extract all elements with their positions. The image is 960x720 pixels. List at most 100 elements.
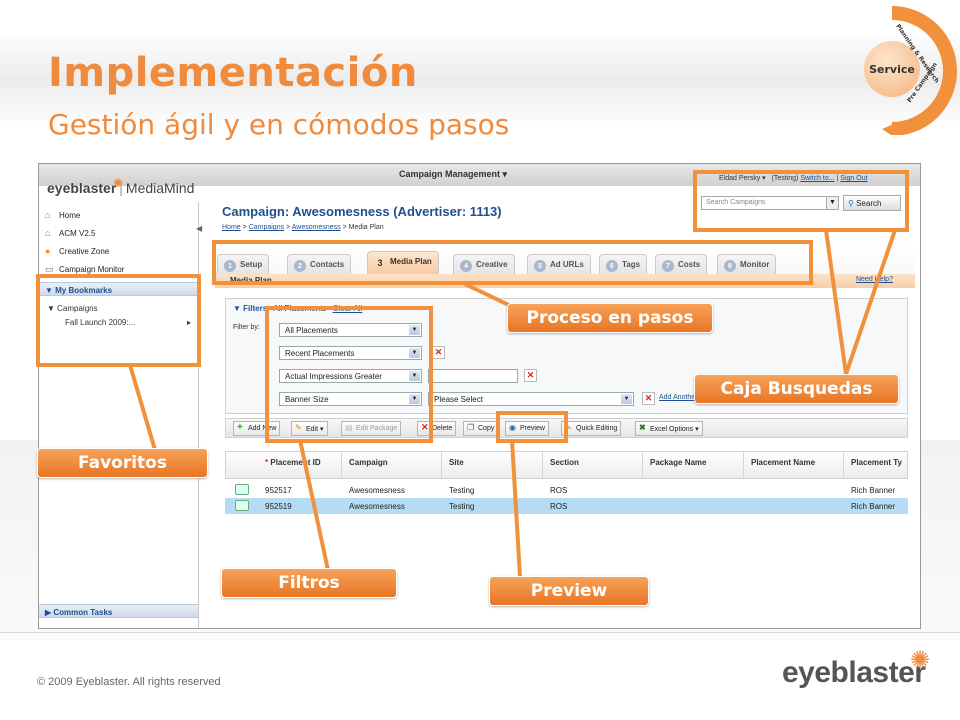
breadcrumb-sep: > — [242, 224, 247, 231]
remove-filter-icon[interactable]: ✕ — [432, 346, 445, 359]
flame-icon: ● — [45, 246, 51, 256]
table-row[interactable]: 952517 Awesomesness Testing ROS Rich Ban… — [225, 482, 908, 498]
table-row[interactable]: 952519 Awesomesness Testing ROS Rich Ban… — [225, 498, 908, 514]
excel-icon: ✖ — [639, 423, 646, 432]
col-divider — [843, 452, 844, 478]
select-value: Banner Size — [285, 395, 329, 404]
sidebar-item-acm[interactable]: ⌂ ACM V2.5 — [45, 228, 95, 238]
cell-campaign: Awesomesness — [349, 502, 405, 511]
button-label: Edit ▾ — [306, 426, 324, 433]
delete-button[interactable]: ✕Delete — [417, 421, 457, 436]
add-another-link[interactable]: Add Another — [659, 394, 698, 401]
campaign-management-menu[interactable]: Campaign Management ▾ — [399, 169, 508, 179]
chevron-down-icon: ▼ — [409, 394, 420, 404]
bookmarks-group[interactable]: ▼ Campaigns — [47, 304, 98, 313]
breadcrumb-campaigns[interactable]: Campaigns — [248, 224, 285, 231]
edit-row-icon[interactable] — [235, 500, 249, 511]
tab-creative[interactable]: 4 Creative — [453, 254, 515, 276]
col-placement-type[interactable]: Placement Ty — [851, 458, 902, 467]
delete-icon: ✕ — [421, 422, 429, 432]
breadcrumb-home[interactable]: Home — [222, 224, 241, 231]
col-campaign[interactable]: Campaign — [349, 458, 388, 467]
package-icon: ▤ — [345, 423, 353, 432]
filter-select-banner-size[interactable]: Banner Size ▼ — [279, 392, 422, 406]
button-label: Quick Editing — [576, 425, 618, 432]
cell-section: ROS — [550, 486, 568, 495]
sign-out-link[interactable]: Sign Out — [840, 175, 868, 182]
tab-number: 6 — [606, 260, 618, 272]
collapse-sidebar-icon[interactable]: ◀ — [196, 224, 203, 233]
edit-button[interactable]: ✎Edit ▾ — [291, 421, 328, 436]
common-tasks-label: Common Tasks — [53, 608, 113, 617]
eye-icon: ◉ — [509, 423, 516, 432]
col-divider — [441, 452, 442, 478]
col-placement-id[interactable]: * Placement ID — [265, 458, 321, 467]
col-package-name[interactable]: Package Name — [650, 458, 707, 467]
search-button[interactable]: ⚲ Search — [843, 195, 901, 211]
preview-button[interactable]: ◉ Preview — [505, 421, 549, 436]
user-name[interactable]: Eldad Persky ▾ — [719, 175, 766, 182]
header-band — [0, 30, 960, 130]
service-cycle-graphic: Service Planning & Research Pre Campaign — [860, 5, 960, 135]
switch-link[interactable]: Switch to... — [800, 175, 835, 182]
impressions-input[interactable] — [428, 369, 518, 383]
chevron-down-icon: ▼ — [409, 371, 420, 381]
bookmarks-header[interactable]: ▼ My Bookmarks — [39, 282, 198, 296]
tab-label: Monitor — [740, 260, 770, 269]
filters-header-label: ▼ Filters — [233, 304, 268, 313]
sidebar-item-home[interactable]: ⌂ Home — [45, 210, 80, 220]
filter-select-placements[interactable]: All Placements▼ — [279, 323, 422, 337]
copy-button[interactable]: ❐Copy — [463, 421, 499, 436]
button-label: Edit Package — [356, 425, 398, 432]
edit-row-icon[interactable] — [235, 484, 249, 495]
app-logo[interactable]: eyeblaster|MediaMind — [47, 180, 195, 196]
monitor-icon: ▭ — [45, 264, 54, 274]
quick-editing-button[interactable]: ✎Quick Editing — [561, 421, 622, 436]
search-dropdown[interactable]: ▼ — [826, 196, 839, 210]
sidebar-item-campaign-monitor[interactable]: ▭ Campaign Monitor — [45, 264, 124, 274]
bookmark-entry[interactable]: Fall Launch 2009:... — [65, 318, 136, 327]
edit-package-button[interactable]: ▤Edit Package — [341, 421, 402, 436]
breadcrumb-sep: > — [342, 224, 347, 231]
sidebar-item-creative-zone[interactable]: ● Creative Zone — [45, 246, 109, 256]
col-placement-name[interactable]: Placement Name — [751, 458, 816, 467]
top-bar — [39, 164, 920, 186]
user-bar: Eldad Persky ▾ (Testing) Switch to... | … — [719, 175, 868, 182]
chevron-right-icon: ▸ — [187, 318, 192, 327]
help-link[interactable]: Need Help? — [856, 276, 893, 283]
banner-size-value-select[interactable]: Please Select▼ — [428, 392, 634, 406]
highlight-search — [693, 170, 909, 232]
excel-options-button[interactable]: ✖Excel Options ▾ — [635, 421, 703, 436]
callout-search: Caja Busquedas — [694, 374, 899, 404]
cell-site: Testing — [449, 502, 475, 511]
highlight-favorites — [36, 274, 201, 367]
filter-select-recent[interactable]: Recent Placements▼ — [279, 346, 422, 360]
grid-header — [225, 451, 908, 479]
col-divider — [542, 452, 543, 478]
select-value: Please Select — [434, 395, 483, 404]
button-label: Preview — [520, 425, 545, 432]
remove-filter-icon[interactable]: ✕ — [524, 369, 537, 382]
col-divider — [743, 452, 744, 478]
cell-id: 952519 — [265, 502, 292, 511]
logo-text: eyeblaster — [47, 180, 117, 196]
sidebar-item-label: Creative Zone — [59, 246, 110, 256]
remove-filter-icon[interactable]: ✕ — [642, 392, 655, 405]
col-divider — [341, 452, 342, 478]
button-label: Copy — [478, 425, 495, 432]
section-label: Media Plan — [230, 276, 272, 285]
col-site[interactable]: Site — [449, 458, 464, 467]
col-section[interactable]: Section — [550, 458, 579, 467]
common-tasks-header[interactable]: ▶ Common Tasks — [39, 604, 198, 618]
breadcrumb-campaign[interactable]: Awesomesness — [291, 224, 341, 231]
tab-label: Creative — [476, 260, 508, 269]
filter-select-impressions[interactable]: Actual Impressions Greater▼ — [279, 369, 422, 383]
tab-number: 4 — [460, 260, 472, 272]
